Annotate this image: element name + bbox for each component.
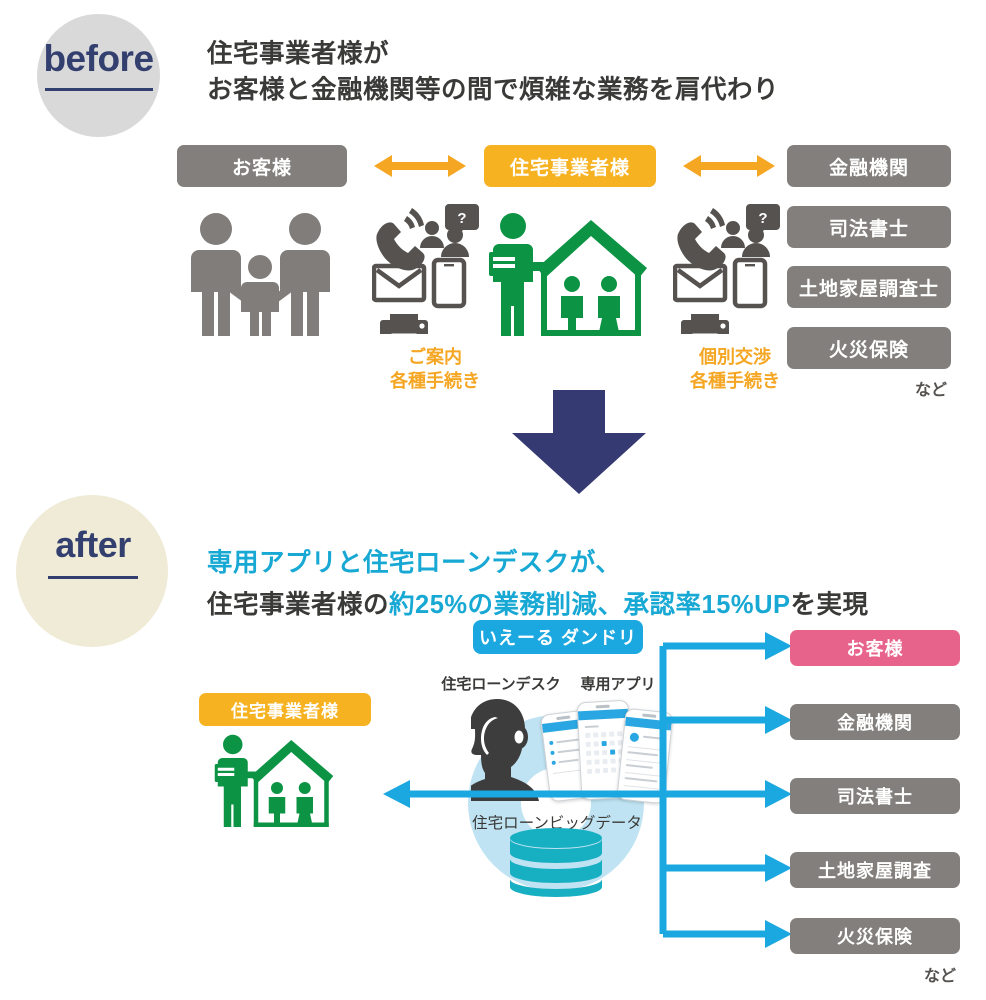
down-arrow-icon — [512, 390, 646, 494]
after-rightbox-0: お客様 — [790, 630, 960, 666]
headset-operator-icon — [471, 699, 539, 801]
comm-icons-right: ? — [673, 204, 780, 334]
before-right-note: 個別交渉 各種手続き — [690, 347, 780, 391]
after-badge-label: after — [55, 524, 131, 565]
before-arrow-left-right-1 — [374, 155, 466, 177]
family-icon — [191, 213, 330, 336]
caption-desk: 住宅ローンデスク — [441, 676, 561, 693]
before-arrow-left-right-2 — [683, 155, 775, 177]
after-rightbox-3-label: 土地家屋調査 — [818, 861, 932, 881]
after-rightbox-3: 土地家屋調査 — [790, 852, 960, 888]
before-pill-builder-label: 住宅事業者様 — [509, 157, 630, 179]
after-pill-builder-label: 住宅事業者様 — [231, 702, 339, 721]
before-rightbox-2-label: 土地家屋調査士 — [798, 278, 939, 300]
svg-text:?: ? — [457, 210, 466, 227]
after-heading-line2-c: を実現 — [790, 591, 869, 620]
database-icon — [510, 828, 602, 897]
before-heading: 住宅事業者様が お客様と金融機関等の間で煩雑な業務を肩代わり — [207, 40, 780, 105]
after-heading-line2-b: 約25%の業務削減、承認率15%UP — [389, 591, 791, 620]
before-pill-builder: 住宅事業者様 — [484, 145, 656, 187]
after-rightbox-0-label: お客様 — [846, 639, 904, 659]
after-rightbox-4-label: 火災保険 — [837, 927, 913, 947]
caption-bigdata: 住宅ローンビッグデータ — [472, 815, 642, 832]
after-rightbox-2: 司法書士 — [790, 778, 960, 814]
builder-house-icon-after — [214, 734, 334, 827]
before-rightbox-3: 火災保険 — [787, 327, 951, 369]
after-heading-line2-a: 住宅事業者様の — [207, 591, 390, 620]
after-badge-circle — [16, 495, 168, 647]
after-rightbox-4: 火災保険 — [790, 918, 960, 954]
comm-icons-left: ? — [372, 204, 479, 334]
service-badge-label: いえーる ダンドリ — [478, 628, 637, 648]
before-rightbox-0: 金融機関 — [787, 145, 951, 187]
before-rightbox-1-label: 司法書士 — [828, 218, 909, 240]
before-rightbox-0-label: 金融機関 — [828, 157, 909, 179]
before-pill-customer-label: お客様 — [231, 157, 292, 179]
before-badge-underline — [45, 88, 153, 91]
before-pill-customer: お客様 — [177, 145, 347, 187]
after-rightbox-1: 金融機関 — [790, 704, 960, 740]
after-heading-line1-text: 専用アプリと住宅ローンデスクが、 — [207, 549, 622, 578]
after-heading-line1: 専用アプリと住宅ローンデスクが、 — [207, 511, 621, 581]
before-rightbox-2: 土地家屋調査士 — [787, 266, 951, 308]
before-left-note: ご案内 各種手続き — [390, 347, 480, 391]
service-badge: いえーる ダンドリ — [473, 620, 643, 654]
after-badge-underline — [48, 576, 138, 579]
before-badge-circle — [37, 14, 160, 137]
after-rightbox-1-label: 金融機関 — [837, 713, 913, 733]
svg-text:?: ? — [758, 210, 767, 227]
before-rightbox-1: 司法書士 — [787, 206, 951, 248]
after-heading-line2: 住宅事業者様の約25%の業務削減、承認率15%UPを実現 — [207, 553, 869, 623]
after-rightbox-2-label: 司法書士 — [837, 787, 913, 807]
caption-app: 専用アプリ — [580, 676, 656, 693]
before-badge-label: before — [43, 38, 154, 79]
builder-house-icon-before — [489, 213, 647, 336]
after-pill-builder: 住宅事業者様 — [199, 693, 371, 726]
after-arrow-network — [383, 632, 790, 948]
before-rightbox-3-label: 火災保険 — [828, 339, 909, 361]
before-etc-label: など — [915, 382, 948, 399]
after-etc-label: など — [924, 968, 957, 985]
